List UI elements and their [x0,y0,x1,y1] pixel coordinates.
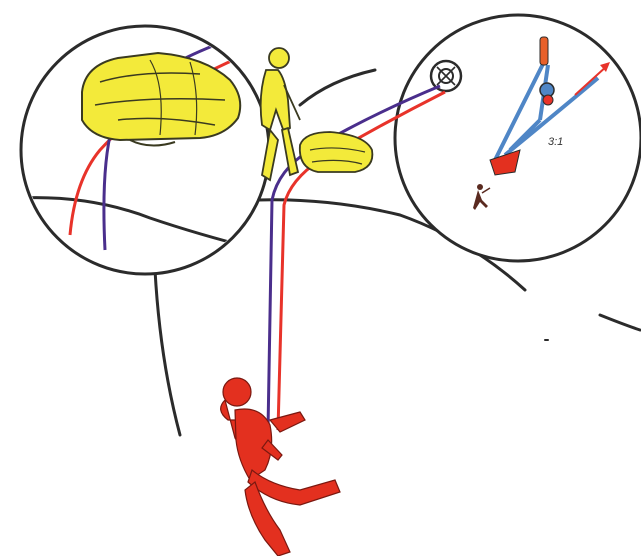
magnifier-circle-right [395,15,641,261]
rescuer-figure-icon [261,48,373,180]
pulley-wheel-mid [543,95,553,105]
magnified-detail-right: 3:1 [395,15,641,261]
magnified-detail-left [20,26,269,274]
right-edge-line [600,315,640,330]
cliff-face-line [155,270,180,435]
anchor-bolt [540,37,548,65]
ratio-label: 3:1 [548,136,563,148]
slope-line [300,70,375,105]
victim-figure-icon [221,378,340,556]
